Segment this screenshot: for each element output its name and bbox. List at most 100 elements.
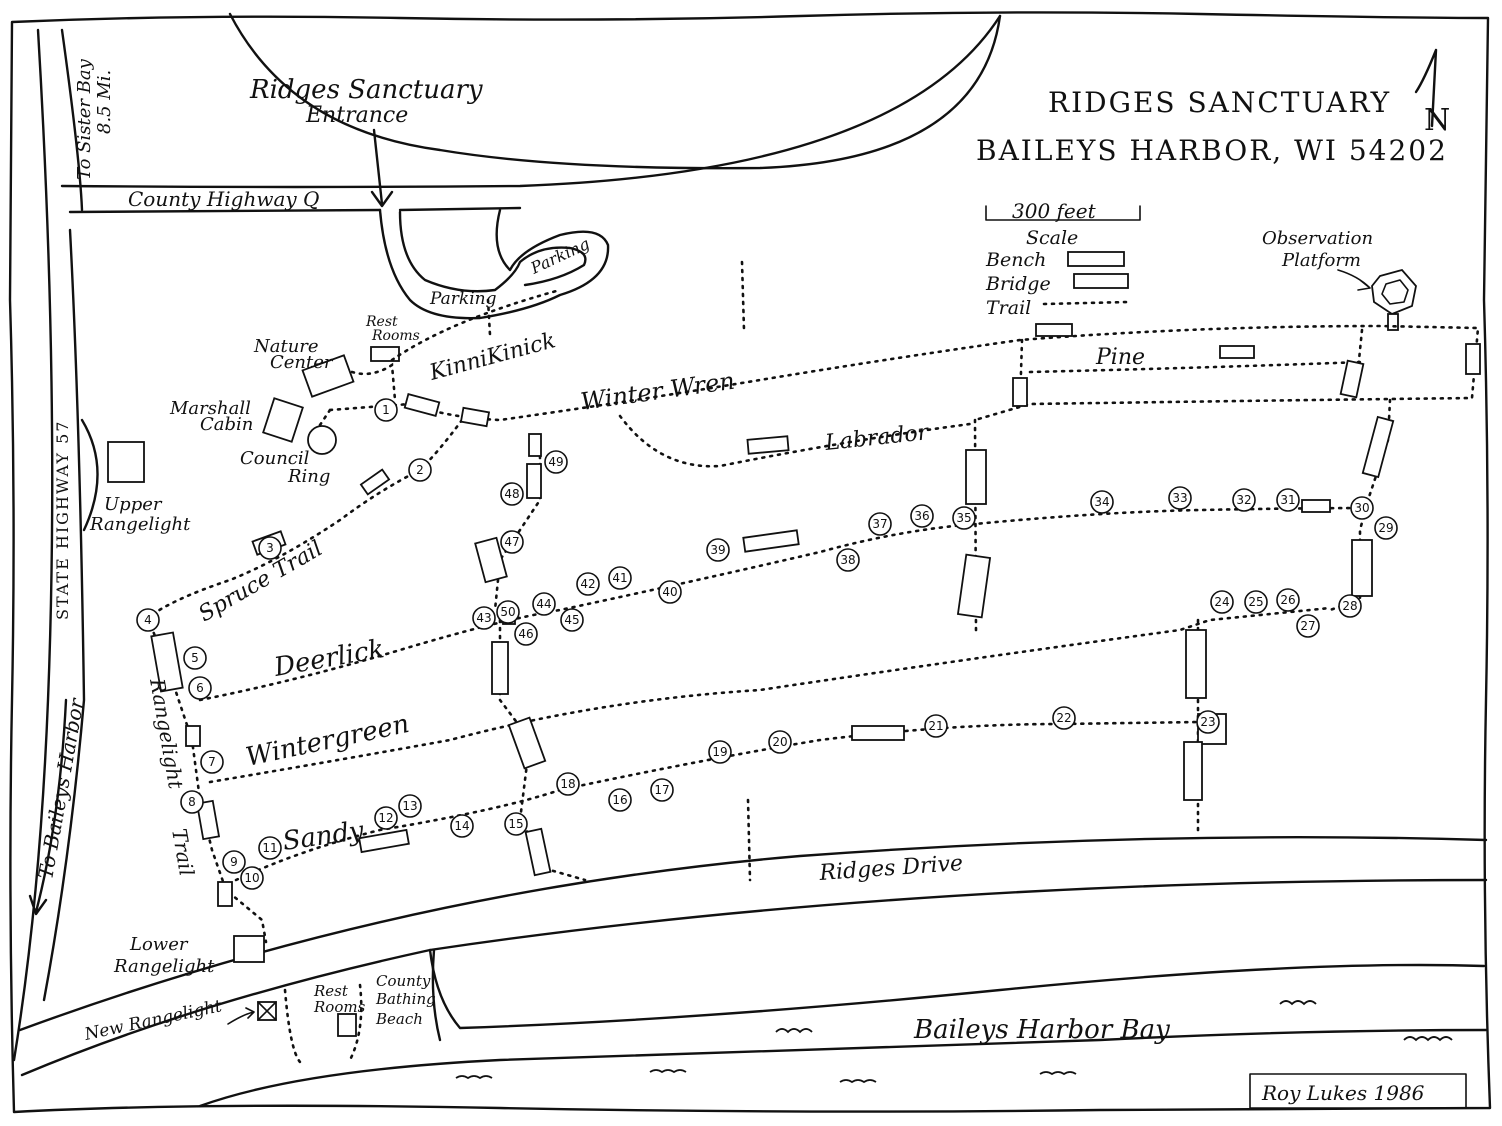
trail-label-sandy: Sandy [281,816,366,857]
bridge [507,716,547,770]
bridge [1465,343,1481,375]
entrance-label-2: Entrance [305,103,408,128]
legend-bridge-label: Bridge [985,273,1051,295]
trail-marker-circle [1350,496,1374,520]
wave [1279,1000,1317,1006]
trail-marker-number: 36 [914,509,929,523]
trail-marker-number: 9 [230,855,238,869]
wave [1403,1036,1453,1042]
trail-marker-circle [374,806,398,830]
trail-marker-number: 29 [1378,521,1393,535]
trail-marker-number: 15 [508,817,523,831]
bridges [150,343,1481,907]
trail-marker: 14 [450,814,474,838]
state-highway-road [12,28,54,1062]
trail-marker-number: 24 [1214,595,1229,609]
bridge [1185,629,1207,699]
trail-marker-number: 2 [416,463,424,477]
ridges-drive-road-edge [20,878,1488,1077]
new-rangelight-arrow [227,1007,255,1025]
trail-marker-circle [258,536,282,560]
trail-kinnikinick [390,288,562,362]
lower-rangelight-label-a: Lower [129,934,189,955]
bridge [1339,359,1365,399]
trail-marker: 20 [768,730,792,754]
bench [746,435,790,455]
nature-center-label-a: Nature [253,336,319,357]
parking-loop-inner [398,210,587,293]
bridge [359,468,391,496]
trail-marker: 37 [868,512,892,536]
trail-marker-circle [136,608,160,632]
trail-marker-circle [472,606,496,630]
trail-marker-circle [836,548,860,572]
observation-stair [1387,313,1399,331]
trail-marker-circle [222,850,246,874]
trail-marker: 18 [556,772,580,796]
trail-marker-number: 44 [536,597,551,611]
to-baileys-harbor-arrow [28,698,68,916]
observation-arrow [1337,269,1371,291]
trail-marker-number: 30 [1354,501,1369,515]
trail-marker-number: 39 [710,543,725,557]
trail-marker: 34 [1090,490,1114,514]
trail-marker-number: 38 [840,553,855,567]
trail-marker: 45 [560,608,584,632]
north-arrow-shape [1414,48,1438,128]
bench [1035,323,1073,337]
trail-marker-number: 46 [518,627,533,641]
map-title-line2: BAILEYS HARBOR, WI 54202 [976,134,1448,167]
trail-marker: 3 [258,536,282,560]
trail-marker: 13 [398,794,422,818]
trail-marker-circle [706,538,730,562]
rest-rooms-label-1b: Rooms [371,328,420,344]
trail-label-rangelight-2: Trail [167,827,199,878]
rest-rooms-label-1a: Rest [365,314,398,330]
trail-marker: 38 [836,548,860,572]
bridge [1183,741,1203,801]
trail-marker-circle [910,504,934,528]
trail-marker-number: 32 [1236,493,1251,507]
bridge [195,799,221,841]
bridge [528,433,542,457]
bathing-beach-label-c: Beach [375,1010,423,1028]
new-rangelight-label: New Rangelight [82,996,224,1045]
trail-marker: 30 [1350,496,1374,520]
trail-marker-circle [1052,706,1076,730]
trail-marker: 11 [258,836,282,860]
trail-marker: 1 [374,398,398,422]
trail-marker-circle [240,866,264,890]
trail-marker-circle [544,450,568,474]
scale-bar [985,205,1141,221]
county-highway-edge-2 [398,206,522,212]
trail-marker-circle [1296,614,1320,638]
trail-marker-number: 28 [1342,599,1357,613]
credit-box [1249,1073,1467,1109]
trail-marker-circle [180,790,204,814]
observation-label-a: Observation [1262,228,1373,249]
north-arrow: N [1414,48,1450,138]
rest-rooms-beach [337,1013,357,1037]
trail-marker: 43 [472,606,496,630]
trail-marker-circle [1090,490,1114,514]
trail-marker-circle [868,512,892,536]
trail-marker-number: 5 [191,651,199,665]
trail-marker: 16 [608,788,632,812]
to-baileys-harbor-label: To Baileys Harbor [33,695,89,880]
trail-label-kinnikinick: KinniKinick [426,328,558,386]
trail-marker-number: 10 [244,871,259,885]
bench [1219,345,1255,359]
marshall-cabin-label-b: Cabin [200,414,253,435]
bridge [217,881,233,907]
trail-marker-number: 43 [476,611,491,625]
trail-marker: 46 [514,622,538,646]
trail-nature-link [350,362,397,402]
lower-rangelight-label-b: Rangelight [113,956,215,977]
bridge [150,631,184,693]
trail-marker: 49 [544,450,568,474]
trail-marker: 15 [504,812,528,836]
trail-marker-circle [1374,516,1398,540]
trail-marker-circle [650,778,674,802]
